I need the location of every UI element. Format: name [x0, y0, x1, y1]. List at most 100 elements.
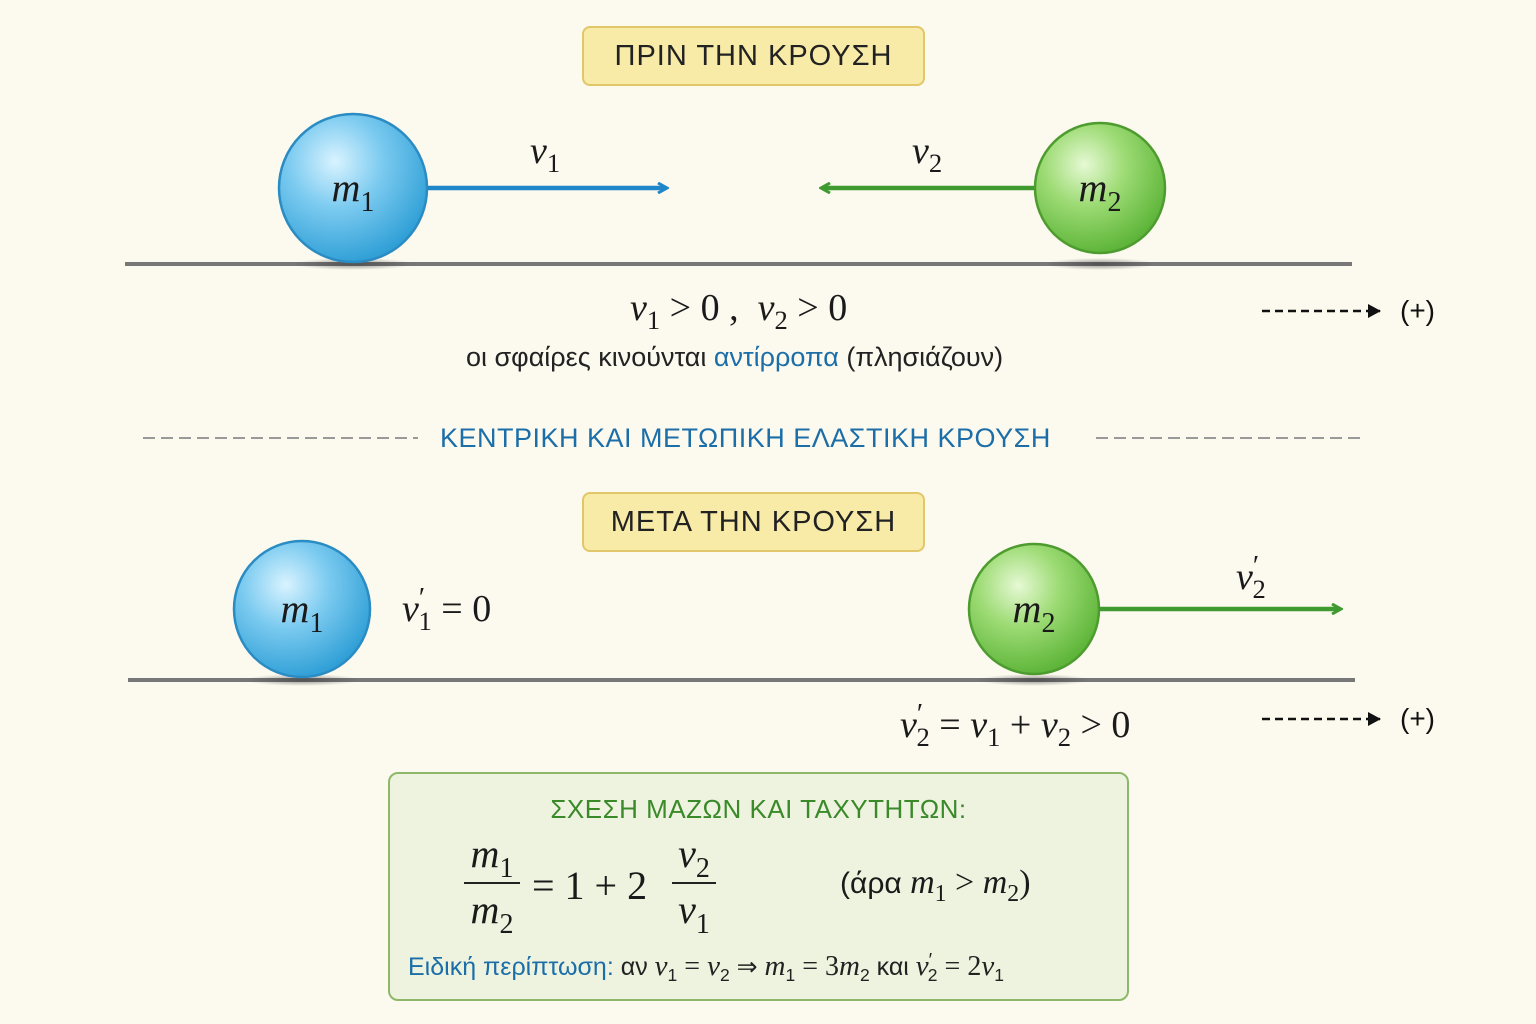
concl-open: (άρα	[840, 867, 911, 900]
special-m1-index: 1	[785, 965, 796, 986]
ball2-after-symbol: m	[1012, 586, 1042, 631]
ball2-after-index: 2	[1041, 607, 1056, 639]
velocity-ratio-denominator: v1	[672, 887, 716, 939]
special-v2p-index: 2	[927, 965, 938, 986]
ball1-after-symbol: m	[280, 586, 310, 631]
ball1-index: 1	[360, 186, 375, 218]
cond-v2: v	[757, 287, 775, 329]
caption-pre: οι σφαίρες κινούνται	[466, 342, 714, 372]
special-eq2: = 3	[795, 951, 839, 982]
caption-accent: αντίρροπα	[713, 342, 839, 372]
res-b-index: 2	[1057, 722, 1071, 753]
concl-a: m	[910, 864, 935, 901]
frac1-num-index: 1	[499, 852, 514, 884]
mass-velocity-relation-box: ΣΧΕΣΗ ΜΑΖΩΝ ΚΑΙ ΤΑΧΥΤΗΤΩΝ: m1 m2 = 1 + 2…	[388, 772, 1129, 1001]
v2p-prime: ′	[1252, 550, 1260, 582]
res-plus: +	[1000, 704, 1041, 746]
ball-m1-before	[277, 112, 429, 264]
res-a-index: 1	[987, 722, 1001, 753]
mass-ratio-fraction: m1 m2	[464, 831, 520, 939]
cond-v1-index: 1	[646, 305, 661, 336]
v1-label-before: v1	[530, 132, 560, 177]
motion-caption-before: οι σφαίρες κινούνται αντίρροπα (πλησιάζο…	[466, 342, 1003, 373]
v2-prime-result: v′2 = v1 + v2 > 0	[900, 699, 1131, 753]
mass-ratio-bar	[464, 882, 520, 884]
special-v1-index: 1	[667, 965, 678, 986]
ball1-shadow-after	[244, 674, 360, 686]
special-if: αν	[613, 953, 655, 981]
v2-prime-arrow-label: v′2	[1236, 552, 1266, 603]
frac1-den-index: 2	[499, 908, 514, 940]
special-eq3: = 2	[937, 951, 982, 982]
special-v2: v	[707, 950, 720, 982]
ball2-index: 2	[1107, 186, 1122, 218]
positive-direction-label-after: (+)	[1400, 703, 1435, 734]
special-case-line: Ειδική περίπτωση: αν v1 = v2 ⇒ m1 = 3m2 …	[408, 948, 1004, 986]
concl-close: )	[1019, 864, 1031, 901]
positive-direction-label-before: (+)	[1400, 295, 1435, 326]
v2-index: 2	[928, 148, 943, 179]
ball-m1-after	[232, 539, 372, 679]
v1p-symbol: v	[402, 588, 419, 630]
mass-ratio-denominator: m2	[464, 887, 520, 939]
v2-symbol: v	[912, 130, 929, 172]
relation-box-title: ΣΧΕΣΗ ΜΑΖΩΝ ΚΑΙ ΤΑΧΥΤΗΤΩΝ:	[550, 794, 967, 824]
special-v2p: v	[915, 950, 929, 982]
res-a: v	[970, 704, 988, 746]
special-eq1: =	[677, 951, 708, 982]
res-lhs-prime: ′	[916, 698, 924, 730]
cond-v2-rel: > 0	[797, 287, 848, 329]
special-v1-final-index: 1	[994, 965, 1004, 986]
concl-b-index: 2	[1007, 881, 1020, 908]
ball1-label-before: m1	[300, 165, 406, 217]
special-v2p-prime: ′	[928, 948, 933, 970]
velocity-ratio-bar	[672, 882, 716, 884]
ball2-shadow-after	[978, 674, 1090, 686]
v2p-symbol: v	[1236, 556, 1253, 598]
res-tail: > 0	[1070, 704, 1131, 746]
v1-index: 1	[546, 148, 561, 179]
special-m2: m	[839, 950, 860, 982]
ball2-symbol: m	[1078, 165, 1108, 210]
v1-prime-equation: v′1 = 0	[402, 583, 492, 637]
special-implies: ⇒	[729, 953, 765, 981]
v1p-index: 1	[418, 606, 432, 637]
special-m1: m	[764, 950, 786, 982]
special-case-label: Ειδική περίπτωση:	[408, 953, 614, 981]
ball1-after-index: 1	[309, 607, 324, 639]
ball2-label-before: m2	[1050, 165, 1150, 217]
res-lhs-index: 2	[916, 722, 930, 753]
badge-before: ΠΡΙΝ ΤΗΝ ΚΡΟΥΣΗ	[582, 26, 925, 86]
ball1-label-after: m1	[250, 586, 354, 638]
frac2-den-symbol: v	[678, 887, 696, 932]
concl-a-index: 1	[934, 881, 947, 908]
frac2-num-index: 2	[695, 852, 710, 884]
special-m2-index: 2	[859, 965, 870, 986]
concl-b: m	[982, 864, 1008, 901]
collision-type-title: ΚΕΝΤΡΙΚΗ ΚΑΙ ΜΕΤΩΠΙΚΗ ΕΛΑΣΤΙΚΗ ΚΡΟΥΣΗ	[440, 423, 1051, 453]
special-and: και	[869, 953, 916, 981]
v2p-index: 2	[1252, 574, 1266, 605]
velocity-condition-before: v1 > 0 , v2 > 0	[630, 286, 848, 335]
frac1-den-symbol: m	[470, 887, 500, 932]
special-v2-index: 2	[719, 965, 730, 986]
caption-post: (πλησιάζουν)	[838, 342, 1004, 372]
ball1-symbol: m	[331, 165, 361, 210]
velocity-ratio-numerator: v2	[672, 834, 716, 883]
v1p-rel: = 0	[441, 588, 492, 630]
velocity-ratio-fraction: v2 v1	[672, 834, 716, 939]
ball1-shadow-before	[293, 258, 413, 270]
frac1-num-symbol: m	[470, 831, 500, 876]
badge-after: ΜΕΤΑ ΤΗΝ ΚΡΟΥΣΗ	[582, 492, 925, 552]
special-v1-final: v	[981, 950, 995, 982]
ball-m2-before	[1033, 121, 1167, 255]
ball2-label-after: m2	[984, 586, 1084, 638]
res-eq: =	[939, 704, 971, 746]
relation-equals: = 1 + 2	[532, 863, 648, 908]
frac2-den-index: 1	[695, 908, 710, 940]
mass-conclusion: (άρα m1 > m2)	[840, 864, 1031, 907]
concl-rel: >	[946, 864, 983, 901]
special-v1: v	[654, 950, 668, 982]
cond-v1: v	[630, 287, 647, 329]
